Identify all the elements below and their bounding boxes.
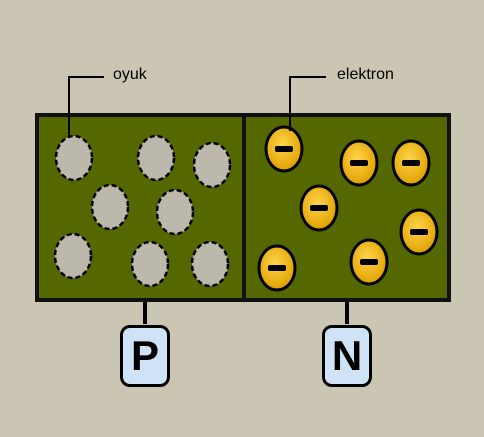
electron — [349, 238, 389, 286]
hole — [130, 240, 170, 288]
electron — [299, 184, 339, 232]
electron — [257, 244, 297, 292]
hole — [53, 232, 93, 280]
electron — [339, 139, 379, 187]
n-terminal-label: N — [331, 332, 363, 379]
electrons-group — [257, 125, 439, 292]
hole — [190, 240, 230, 288]
hole — [155, 188, 195, 236]
p-terminal-label: P — [130, 332, 159, 379]
hole — [90, 183, 130, 231]
hole — [136, 134, 176, 182]
electron-label: elektron — [337, 66, 394, 83]
electron-callout-line — [289, 76, 326, 131]
electron — [264, 125, 304, 173]
electron — [391, 139, 431, 187]
hole-callout-line — [68, 76, 104, 138]
p-terminal: P — [120, 325, 170, 387]
n-terminal: N — [322, 325, 372, 387]
electron — [399, 208, 439, 256]
hole-label: oyuk — [113, 66, 147, 83]
hole — [54, 134, 94, 182]
hole — [192, 141, 232, 189]
